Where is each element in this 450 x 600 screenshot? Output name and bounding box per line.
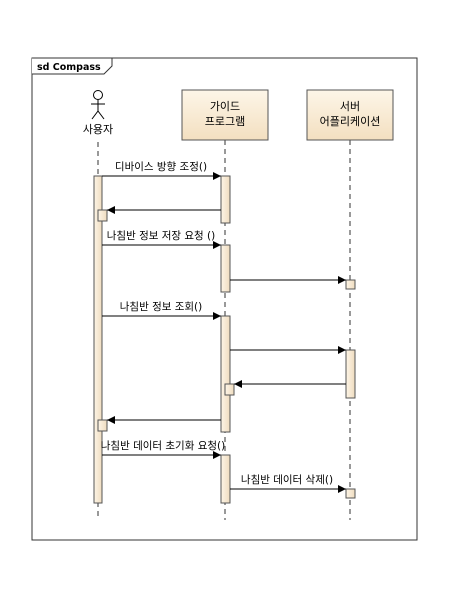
message-label-3: 나침반 정보 저장 요청 () xyxy=(107,230,215,242)
participant-label-server-line2: 어플리케이션 xyxy=(320,115,381,128)
activation-guide-return xyxy=(224,383,235,396)
frame-title-tab xyxy=(32,57,113,75)
frame-border xyxy=(31,57,418,541)
activation-user-return-2 xyxy=(97,419,108,432)
participant-label-user: 사용자 xyxy=(83,123,113,136)
activation-server-1 xyxy=(345,279,356,290)
participant-label-guide-line2: 프로그램 xyxy=(205,115,245,128)
activation-server-2 xyxy=(345,349,356,399)
frame-title: sd Compass xyxy=(37,62,101,73)
message-label-9: 나침반 데이터 초기화 요청() xyxy=(101,440,225,452)
participant-label-guide-line1: 가이드 xyxy=(210,100,240,113)
activation-user-return-1 xyxy=(97,209,108,222)
participant-box-server xyxy=(306,89,394,141)
participant-box-guide xyxy=(181,89,269,141)
participant-label-server-line1: 서버 xyxy=(340,100,360,113)
message-label-1: 디바이스 방향 조정() xyxy=(115,161,207,173)
message-label-5: 나침반 정보 조회() xyxy=(120,301,203,313)
message-label-10: 나침반 데이터 삭제() xyxy=(241,474,333,486)
activation-guide-2 xyxy=(220,244,231,293)
actor-icon xyxy=(91,90,105,120)
activation-guide-4 xyxy=(220,454,231,504)
activation-guide-3 xyxy=(220,315,231,433)
activation-user-main xyxy=(93,175,103,504)
activation-server-3 xyxy=(345,488,356,499)
activation-guide-1 xyxy=(220,175,231,224)
